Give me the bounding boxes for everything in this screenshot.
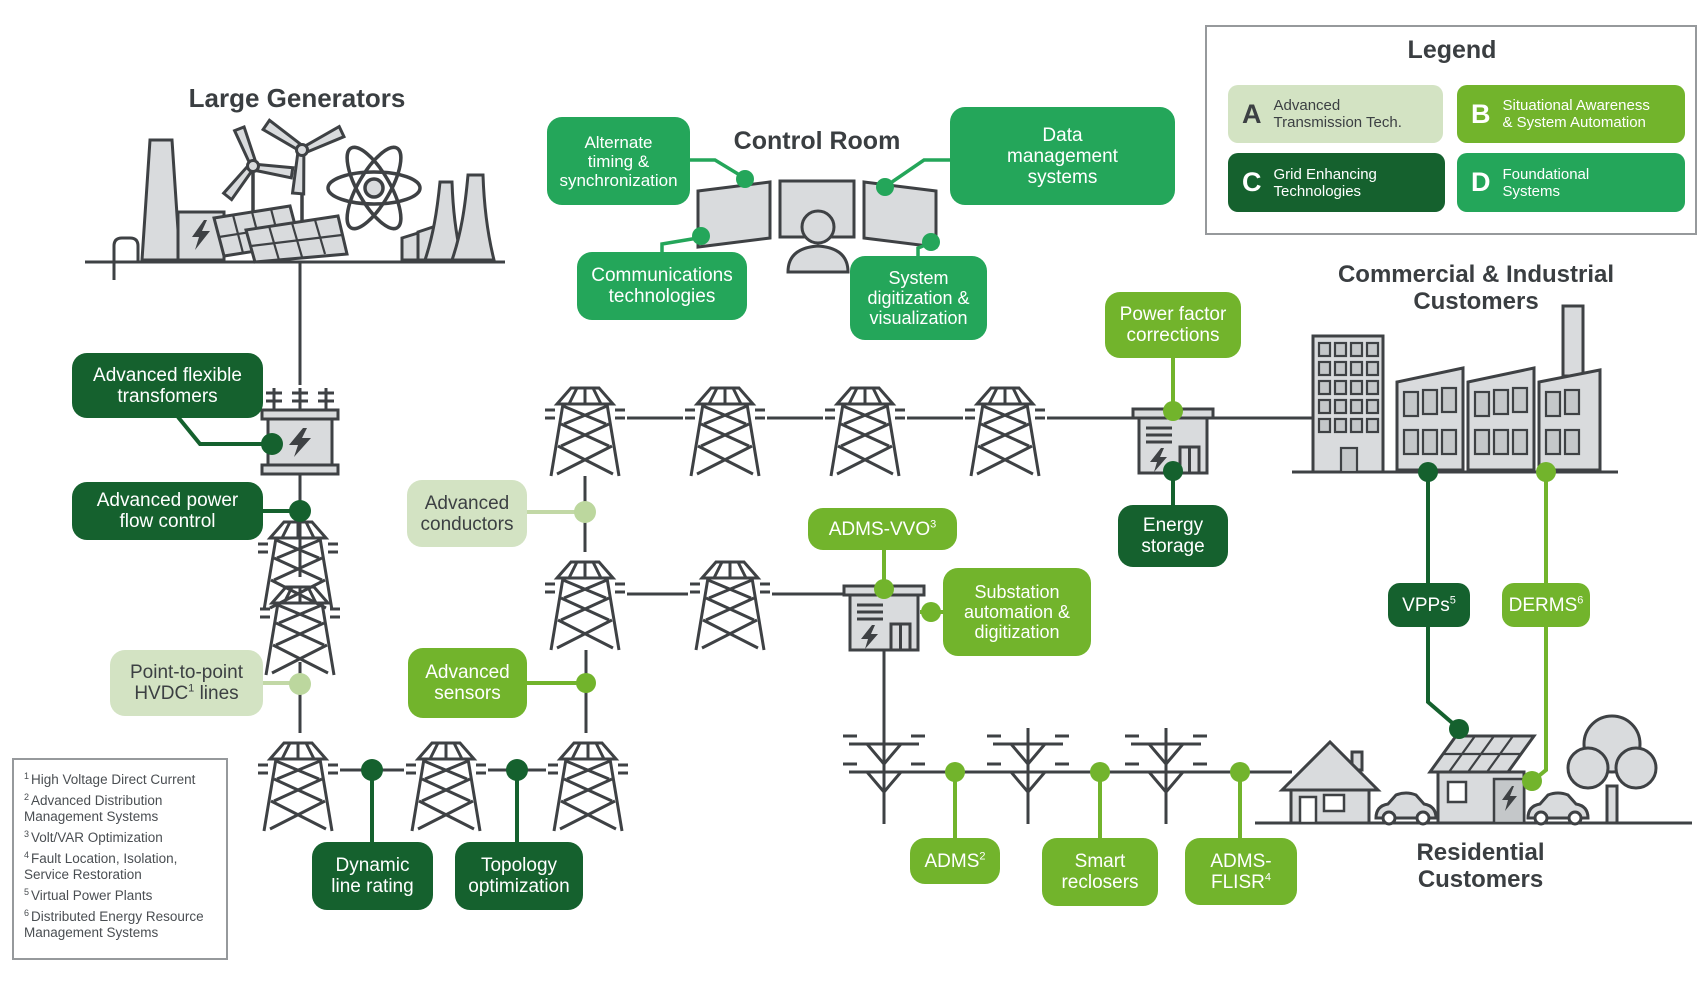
transmission-tower-icon (256, 520, 340, 612)
label-adms-flisr: ADMS- FLISR4 (1185, 838, 1297, 905)
light-green-connectors (263, 510, 579, 685)
emerald-dots (692, 170, 940, 251)
power-plant-icon (140, 138, 226, 262)
solar-house-icon (1427, 734, 1537, 825)
wind-turbine-icon (221, 118, 347, 228)
control-room-operator-icon (800, 209, 836, 245)
house-icon (1278, 739, 1382, 825)
legend-item-situational-awareness: B Situational Awareness& System Automati… (1457, 85, 1685, 143)
distribution-poles (841, 726, 1209, 826)
factory-icon (1395, 366, 1602, 472)
light-green-dots (289, 501, 596, 695)
residential-title: Residential Customers (1416, 839, 1545, 893)
solar-panel-icon (212, 204, 349, 264)
commercial-industrial-title: Commercial & Industrial Customers (1337, 261, 1615, 315)
residential-icons (1278, 714, 1658, 826)
pipe-icon (112, 236, 140, 280)
legend-title: Legend (1407, 36, 1497, 64)
label-adms-vvo: ADMS-VVO3 (808, 508, 957, 550)
label-vpps: VPPs5 (1388, 583, 1470, 627)
control-room-title: Control Room (733, 127, 901, 155)
ev-charger-icon (1502, 786, 1517, 811)
label-point-to-point-hvdc: Point-to-point HVDC1 lines (110, 650, 263, 716)
large-generators-title: Large Generators (188, 83, 406, 113)
chimney-icon (1561, 304, 1585, 378)
atom-icon (326, 145, 422, 231)
emerald-connectors (660, 158, 950, 256)
tree-icon (1566, 714, 1658, 825)
dark-green-dots (261, 433, 1469, 781)
transmission-tower-icon (258, 585, 342, 677)
commercial-industrial-buildings (1311, 304, 1602, 474)
car-icon (1374, 791, 1438, 826)
transformer-icon (260, 388, 340, 476)
cooling-tower-icon (400, 173, 496, 262)
label-derms: DERMS6 (1502, 583, 1590, 627)
car-icon (1526, 791, 1590, 826)
large-generators-icons (112, 118, 496, 280)
label-adms: ADMS2 (910, 838, 1000, 884)
control-room-icons (696, 179, 938, 274)
lime-dots (576, 401, 1556, 791)
